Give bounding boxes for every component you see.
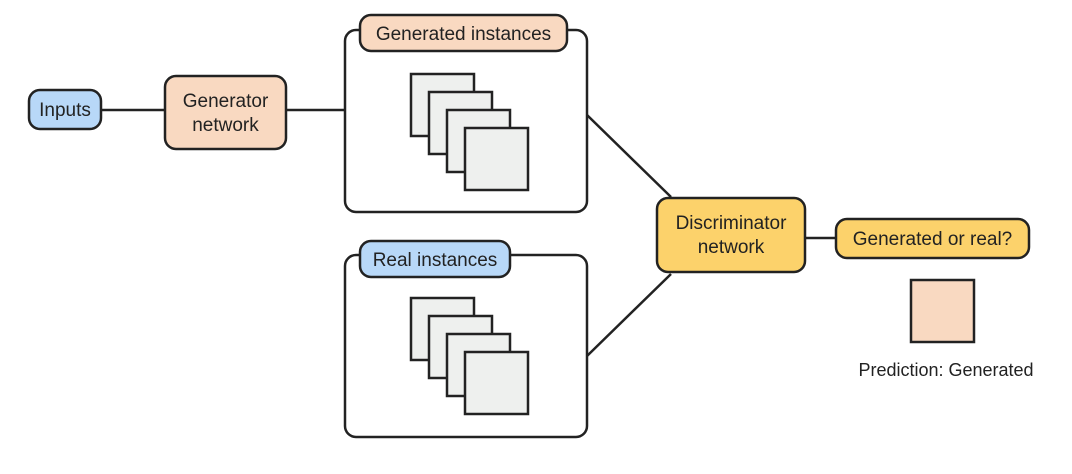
inputs-node: Inputs xyxy=(27,88,103,131)
edge-generated-discriminator xyxy=(586,114,672,198)
real-image-card xyxy=(463,350,530,416)
generator-node: Generator network xyxy=(163,74,288,151)
generator-box xyxy=(163,74,288,151)
prediction-caption: Prediction: Generated xyxy=(858,360,1033,380)
generated-instances-group: Generated instances xyxy=(343,13,589,214)
discriminator-node: Discriminator network xyxy=(655,196,807,274)
output-box xyxy=(834,217,1031,260)
inputs-box xyxy=(27,88,103,131)
generated-image-stack xyxy=(409,72,530,192)
generated-image-card xyxy=(463,126,530,192)
generated-instances-tag xyxy=(358,13,569,53)
inputs-label: Inputs xyxy=(39,100,91,121)
output-label: Generated or real? xyxy=(853,229,1013,250)
generator-label-line1: Generator xyxy=(183,91,269,112)
discriminator-label-line1: Discriminator xyxy=(676,213,788,234)
real-image-stack xyxy=(409,296,530,416)
discriminator-label-line2: network xyxy=(698,237,765,258)
real-instances-tag xyxy=(358,239,512,279)
generated-instances-label: Generated instances xyxy=(376,24,551,45)
real-instances-label: Real instances xyxy=(373,250,498,271)
prediction: Prediction: Generated xyxy=(858,278,1034,380)
generator-label-line2: network xyxy=(192,115,259,136)
output-node: Generated or real? xyxy=(834,217,1031,260)
edge-real-discriminator xyxy=(586,273,672,357)
real-instances-group: Real instances xyxy=(343,239,589,439)
connectors xyxy=(101,108,836,357)
prediction-swatch xyxy=(909,278,976,344)
discriminator-box xyxy=(655,196,807,274)
